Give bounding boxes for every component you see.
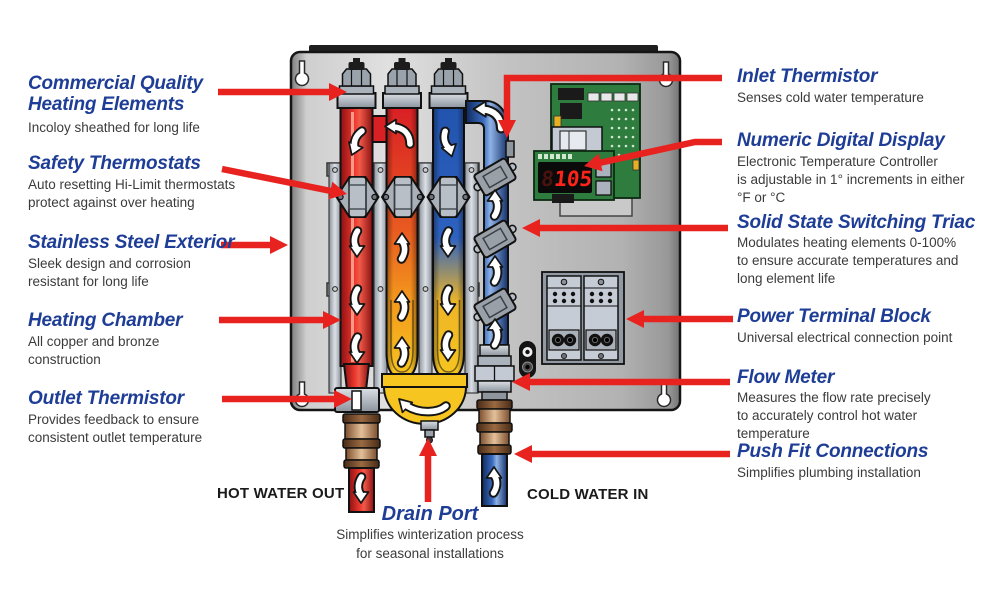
callout-power-terminal	[626, 310, 733, 328]
display-ghost-digits: 8.	[540, 166, 568, 191]
label-power-terminal-desc: Universal electrical connection point	[737, 330, 953, 345]
inlet-thermistor-tab	[505, 140, 515, 158]
label-heating-elements-desc: Incoloy sheathed for long life	[28, 120, 200, 135]
label-push-fit-title: Push Fit Connections	[737, 441, 929, 462]
callout-drain-port	[419, 438, 437, 502]
callout-arrows	[218, 74, 733, 502]
label-triac-title: Solid State Switching Triac	[737, 212, 976, 233]
label-safety-thermostats-desc: Auto resetting Hi-Limit thermostats prot…	[28, 177, 236, 211]
label-safety-thermostats-title: Safety Thermostats	[28, 153, 201, 174]
display-button-down	[595, 180, 612, 196]
label-cold-water-in: COLD WATER IN	[527, 486, 649, 503]
callout-triac	[522, 219, 728, 237]
label-triac-desc: Modulates heating elements 0-100% to ens…	[737, 235, 959, 287]
label-inlet-thermistor-title: Inlet Thermistor	[737, 66, 878, 87]
label-outlet-thermistor-desc: Provides feedback to ensure consistent o…	[28, 412, 203, 446]
flow-arrows	[345, 101, 503, 503]
label-inlet-thermistor-desc: Senses cold water temperature	[737, 90, 924, 105]
bowl-flow-arrow	[398, 398, 451, 417]
callout-digital-display	[584, 138, 722, 172]
safety-thermostats	[335, 176, 471, 218]
label-drain-port-desc: Simplifies winterization process for sea…	[336, 527, 524, 561]
label-heating-elements-title: Commercial Quality Heating Elements	[28, 73, 203, 116]
callout-inlet-thermistor	[498, 74, 722, 138]
outlet-thermistor-slot	[351, 390, 362, 411]
label-power-terminal-title: Power Terminal Block	[737, 306, 931, 327]
label-heating-chamber-desc: All copper and bronze construction	[28, 334, 160, 368]
label-digital-display-desc: Electronic Temperature Controller is adj…	[737, 154, 965, 206]
callout-heating-elements	[218, 83, 347, 101]
sensor-pill	[519, 341, 536, 378]
label-push-fit-desc: Simplifies plumbing installation	[737, 465, 921, 480]
label-stainless-exterior-desc: Sleek design and corrosion resistant for…	[28, 256, 191, 290]
label-flow-meter-title: Flow Meter	[737, 367, 835, 388]
callout-flow-meter	[512, 373, 730, 391]
label-stainless-exterior-title: Stainless Steel Exterior	[28, 232, 235, 253]
cold-inlet-assembly	[474, 344, 515, 507]
label-flow-meter-desc: Measures the flow rate precisely to accu…	[737, 390, 931, 442]
callout-safety-thermostats	[221, 165, 347, 200]
callout-stainless-exterior	[221, 236, 288, 254]
power-terminal-block	[541, 271, 625, 365]
label-hot-water-out: HOT WATER OUT	[217, 485, 345, 502]
display-value: 105	[553, 166, 594, 191]
label-outlet-thermistor-title: Outlet Thermistor	[28, 388, 185, 409]
controller-pcb: 8. 105	[533, 83, 641, 217]
chamber-bowl	[381, 373, 468, 444]
flow-meter-body	[474, 365, 515, 382]
heating-chamber-tubes	[335, 58, 471, 380]
heating-element-caps	[336, 58, 469, 109]
callout-heating-chamber	[219, 311, 341, 329]
label-heating-chamber-title: Heating Chamber	[28, 310, 183, 331]
label-drain-port-title: Drain Port	[381, 503, 479, 525]
callout-push-fit	[514, 445, 730, 463]
callout-outlet-thermistor	[222, 390, 352, 408]
numeric-digital-display: 8. 105	[533, 150, 615, 203]
drain-port-fitting	[420, 420, 439, 444]
label-digital-display-title: Numeric Digital Display	[737, 130, 945, 151]
